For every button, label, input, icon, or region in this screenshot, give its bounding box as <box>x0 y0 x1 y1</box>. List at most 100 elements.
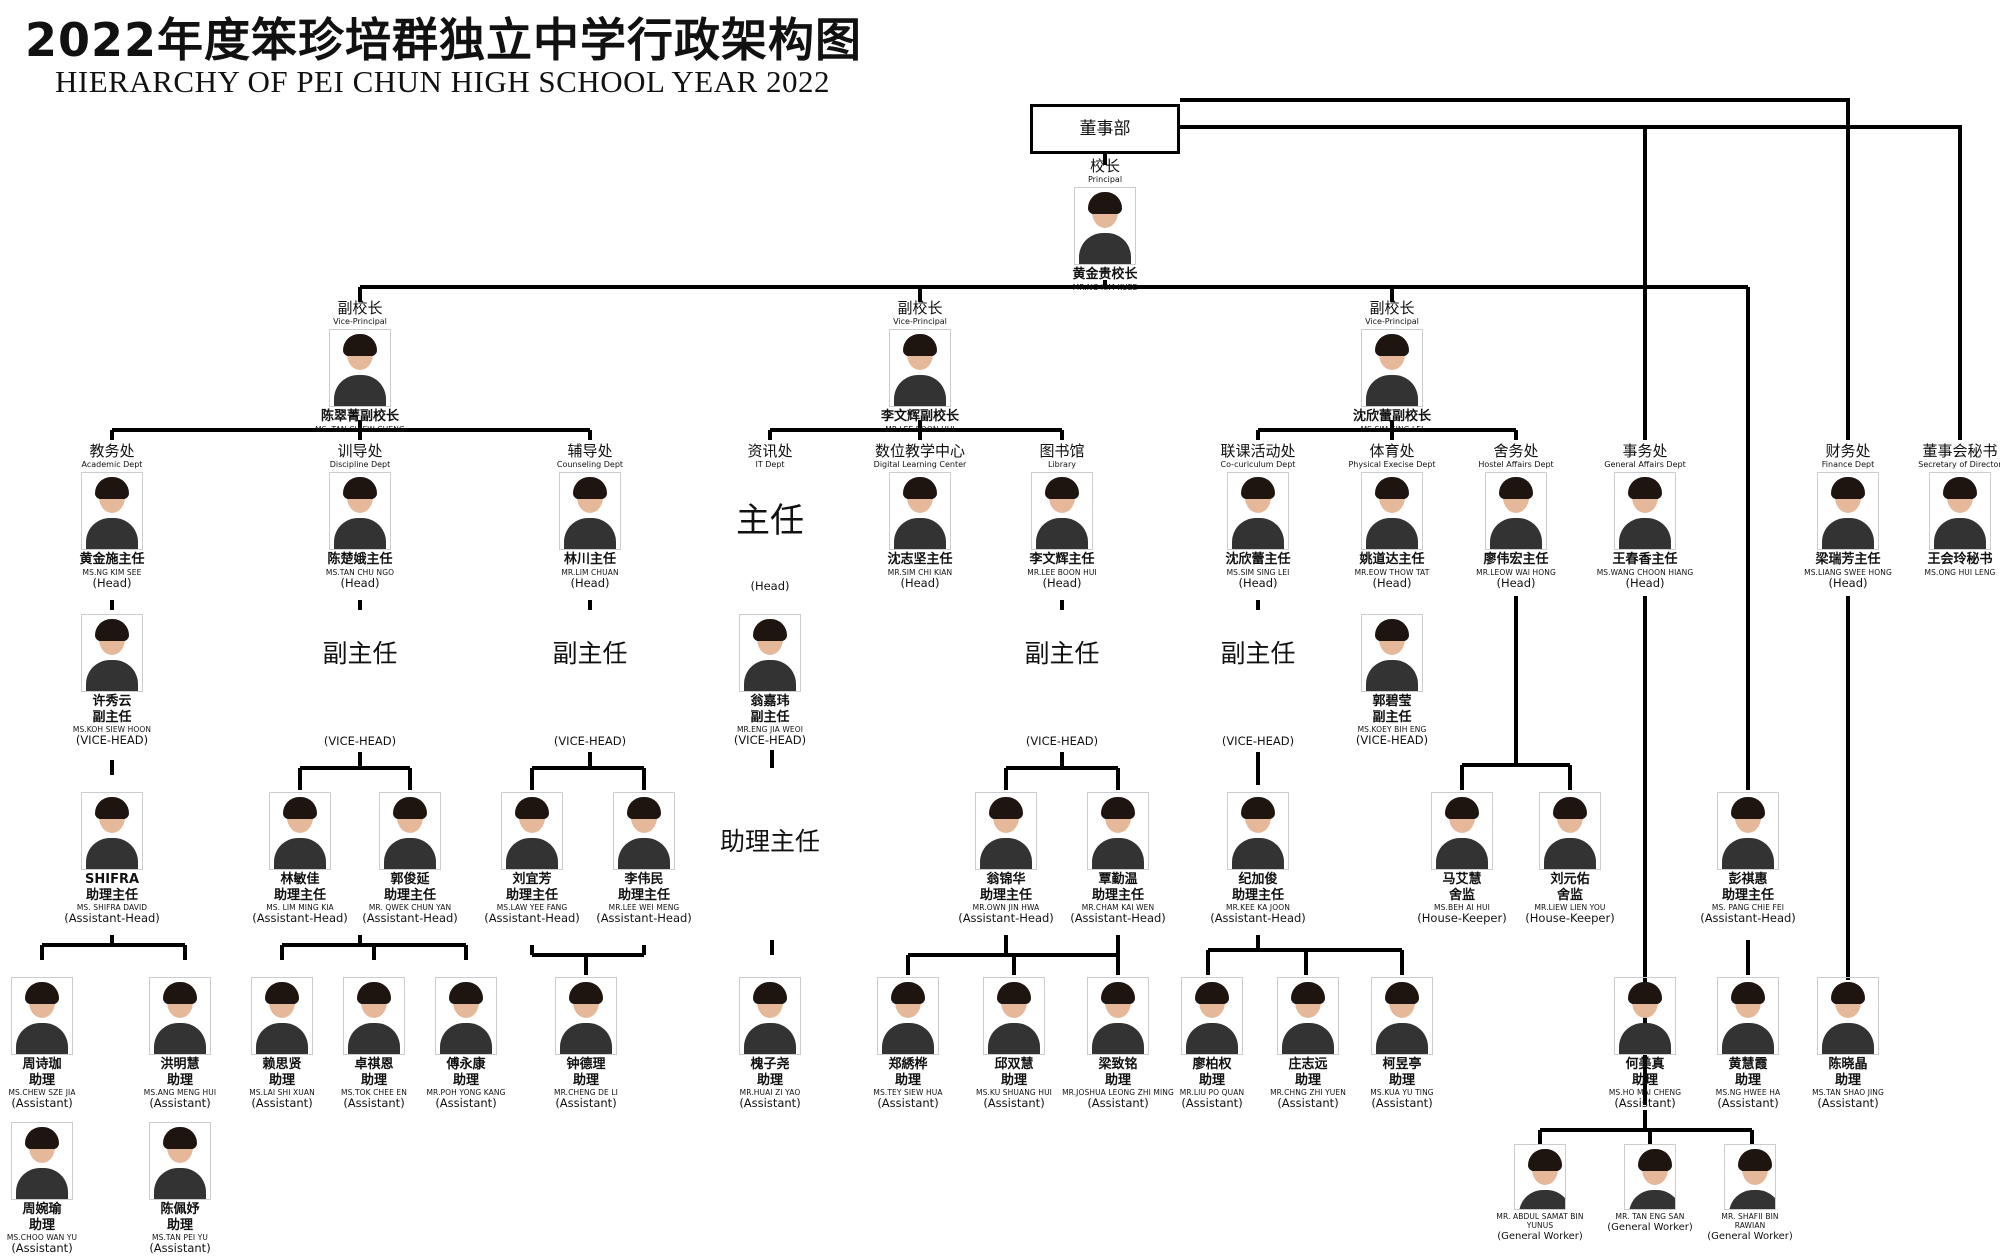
assistant-en-name: MS.CHOO WAN YU <box>6 1233 78 1242</box>
vp-title-en: Vice-Principal <box>333 317 387 326</box>
dept-name-en: Co-curiculum Dept <box>1220 460 1296 469</box>
assistant-role: 助理 <box>28 1073 55 1088</box>
worker-en-name: MR. ABDUL SAMAT BIN YUNUS <box>1496 1212 1584 1230</box>
head-en-name: MS.TAN CHU NGO <box>325 568 395 577</box>
assistant-node: 何美真 助理 MS.HO MAI CHENG (Assistant) <box>1545 975 1745 1110</box>
principal-name: 黄金贵校长 <box>1072 267 1138 282</box>
assistant-head-node: 李伟民 助理主任 MR.LEE WEI MENG (Assistant-Head… <box>544 790 744 925</box>
head-tag: (Head) <box>1625 576 1665 590</box>
assistant-name: 洪明慧 <box>160 1057 200 1072</box>
assistant-en-name: MR.JOSHUA LEONG ZHI MING <box>1062 1088 1174 1097</box>
worker-photo <box>1724 1144 1776 1210</box>
library-vice-head-tag: (VICE-HEAD) <box>1025 734 1099 748</box>
assistant-tag: (Assistant) <box>1614 1096 1676 1110</box>
assistant-head-name: 李伟民 <box>624 872 664 887</box>
assistant-node: 周婉瑜 助理 MS.CHOO WAN YU (Assistant) <box>0 1120 142 1255</box>
co-curriculum-vice-head-vacant: 副主任 <box>1220 639 1296 668</box>
assistant-tag: (Assistant) <box>1277 1096 1339 1110</box>
assistant-tag: (Assistant) <box>11 1096 73 1110</box>
assistant-photo <box>555 977 617 1055</box>
head-en-name: MR.LEE BOON HUI <box>1027 568 1097 577</box>
head-en-name: MR.LIM CHUAN <box>561 568 619 577</box>
chart-subtitle: HIERARCHY OF PEI CHUN HIGH SCHOOL YEAR 2… <box>55 64 830 99</box>
assistant-node: 陈佩妤 助理 MS.TAN PEI YU (Assistant) <box>80 1120 280 1255</box>
principal-title-cn: 校长 <box>1089 157 1120 175</box>
house-keeper-photo <box>1431 792 1493 870</box>
house-keeper-node: 刘元佑 舍监 MR.LIEW LIEN YOU (House-Keeper) <box>1470 790 1670 925</box>
assistant-name: 廖柏权 <box>1192 1057 1232 1072</box>
vice-head-tag: (VICE-HEAD) <box>733 733 807 747</box>
assistant-head-name: 翁锦华 <box>986 872 1026 887</box>
assistant-photo <box>1087 977 1149 1055</box>
head-name: 王会玲秘书 <box>1927 552 1993 567</box>
assistant-head-tag: (Assistant-Head) <box>1210 911 1306 925</box>
assistant-tag: (Assistant) <box>343 1096 405 1110</box>
dept-it: 资讯处 IT Dept <box>670 443 870 470</box>
dept-name-cn: 图书馆 <box>1039 442 1085 460</box>
assistant-photo <box>435 977 497 1055</box>
assistant-head-photo <box>1087 792 1149 870</box>
vice-principal-photo <box>329 329 391 407</box>
head-photo <box>1361 472 1423 550</box>
assistant-tag: (Assistant) <box>1371 1096 1433 1110</box>
assistant-photo <box>11 977 73 1055</box>
assistant-photo <box>1277 977 1339 1055</box>
assistant-node: 周诗珈 助理 MS.CHEW SZE JIA (Assistant) <box>0 975 142 1110</box>
vice-principal-photo <box>889 329 951 407</box>
vice-principal-en-name: MR.LEE BOON HUI <box>885 425 955 434</box>
dept-name-cn: 教务处 <box>89 442 135 460</box>
head-name: 李文辉主任 <box>1029 552 1095 567</box>
vice-head-photo <box>1361 614 1423 692</box>
assistant-en-name: MR.CHNG ZHI YUEN <box>1270 1088 1346 1097</box>
assistant-name: 梁致铭 <box>1098 1057 1138 1072</box>
assistant-head-role: 助理主任 <box>85 888 138 903</box>
assistant-role: 助理 <box>894 1073 921 1088</box>
vice-principal-photo <box>1361 329 1423 407</box>
vice-head-en-name: MR.ENG JIA WEOI <box>736 725 804 734</box>
head-en-name: MS.NG KIM SEE <box>82 568 142 577</box>
assistant-head-node: 林敏佳 助理主任 MS. LIM MING KIA (Assistant-Hea… <box>200 790 400 925</box>
vice-principal-node: 副校长 Vice-Principal 沈欣蕾副校长 MS.SIM SING LE… <box>1292 300 1492 435</box>
general-worker-node: MR. SHAFII BIN RAWIAN (General Worker) <box>1660 1142 1840 1243</box>
assistant-head-name: 林敏佳 <box>280 872 320 887</box>
assistant-node: 黄慧霞 助理 MS.NG HWEE HA (Assistant) <box>1648 975 1848 1110</box>
general-worker-node: MR. ABDUL SAMAT BIN YUNUS (General Worke… <box>1450 1142 1630 1243</box>
assistant-head-photo <box>1227 792 1289 870</box>
head-photo <box>1031 472 1093 550</box>
assistant-head-en-name: MS. SHIFRA DAVID <box>76 903 148 912</box>
assistant-head-role: 助理主任 <box>1231 888 1284 903</box>
assistant-name: 卓祺恩 <box>354 1057 394 1072</box>
dept-name-cn: 训导处 <box>337 442 383 460</box>
assistant-name: 邱双慧 <box>994 1057 1034 1072</box>
assistant-tag: (Assistant) <box>555 1096 617 1110</box>
vice-head-role: 副主任 <box>92 710 132 725</box>
assistant-role: 助理 <box>1000 1073 1027 1088</box>
assistant-en-name: MS.KU SHUANG HUI <box>976 1088 1052 1097</box>
assistant-head-tag: (Assistant-Head) <box>958 911 1054 925</box>
discipline-vice-head-vacant: 副主任 <box>322 639 398 668</box>
dept-name-en: Academic Dept <box>81 460 143 469</box>
assistant-role: 助理 <box>1388 1073 1415 1088</box>
dept-name-cn: 联课活动处 <box>1220 442 1296 460</box>
co-curriculum-vice-head-tag: (VICE-HEAD) <box>1221 734 1295 748</box>
assistant-name: 黄慧霞 <box>1728 1057 1768 1072</box>
assistant-en-name: MS.TOK CHEE EN <box>341 1088 407 1097</box>
dept-name-cn: 资讯处 <box>747 442 793 460</box>
assistant-name: 陈佩妤 <box>160 1202 200 1217</box>
assistant-en-name: MS.TEY SIEW HUA <box>873 1088 943 1097</box>
assistant-node: 钟德理 助理 MR.CHENG DE LI (Assistant) <box>486 975 686 1110</box>
head-name: 沈志坚主任 <box>887 552 953 567</box>
assistant-en-name: MR.LIU PO QUAN <box>1179 1088 1245 1097</box>
assistant-node: 邱双慧 助理 MS.KU SHUANG HUI (Assistant) <box>914 975 1114 1110</box>
assistant-photo <box>877 977 939 1055</box>
vp-title-cn: 副校长 <box>897 299 943 317</box>
vp-title-en: Vice-Principal <box>893 317 947 326</box>
head-photo <box>1817 472 1879 550</box>
assistant-name: 赖思贤 <box>262 1057 302 1072</box>
vice-head-physical: 郭碧莹 副主任 MS.KOEY BIH ENG (VICE-HEAD) <box>1292 612 1492 747</box>
assistant-photo <box>11 1122 73 1200</box>
assistant-node: 洪明慧 助理 MS.ANG MENG HUI (Assistant) <box>80 975 280 1110</box>
assistant-head-photo <box>379 792 441 870</box>
dept-name-cn: 体育处 <box>1369 442 1415 460</box>
assistant-name: 庄志远 <box>1288 1057 1328 1072</box>
